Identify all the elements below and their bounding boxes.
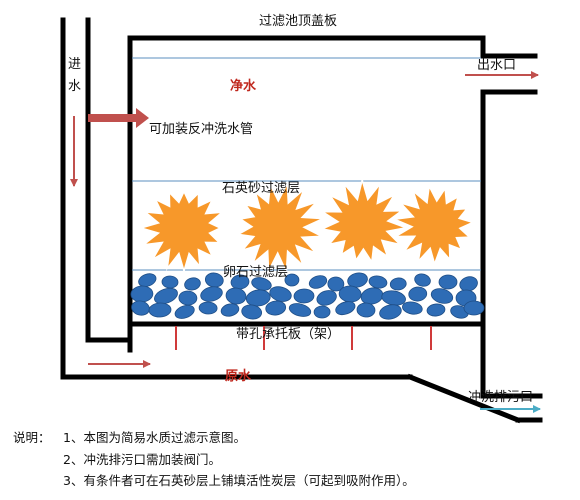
pebble <box>379 304 402 320</box>
pebble-ellipses <box>130 272 485 320</box>
pebble <box>414 273 431 287</box>
flush-outlet-label: 冲洗排污口 <box>468 390 534 405</box>
backwash-pipe-label: 可加装反冲洗水管 <box>149 122 254 137</box>
pebble <box>389 277 407 291</box>
raw-water-label: 原水 <box>225 369 252 384</box>
pebble <box>131 300 150 316</box>
quartz-star <box>319 177 409 265</box>
pebble <box>316 290 337 306</box>
pebble <box>161 275 179 289</box>
note-item-2: 2、冲洗排污口需加装阀门。 <box>63 452 221 467</box>
quartz-star <box>235 180 325 275</box>
pebble <box>408 286 428 302</box>
top-cover-label: 过滤池顶盖板 <box>259 14 338 29</box>
note-item-3: 3、有条件者可在石英砂层上铺填活性炭层（可起到吸附作用）。 <box>63 473 415 488</box>
pebble <box>178 290 198 306</box>
pebble-layer-label: 卵石过滤层 <box>223 265 289 280</box>
pebble <box>174 304 195 319</box>
quartz-layer-label: 石英砂过滤层 <box>222 181 301 196</box>
pebble <box>265 300 287 316</box>
pebble <box>220 303 240 317</box>
pebble <box>284 273 300 287</box>
pebble <box>463 300 485 316</box>
pebble <box>381 290 406 306</box>
clean-water-label: 净水 <box>230 79 257 94</box>
pebble <box>356 302 376 318</box>
pebble <box>204 272 224 288</box>
pebble <box>402 301 423 315</box>
quartz-star <box>138 189 225 274</box>
pebble <box>148 302 172 318</box>
pebble <box>198 301 218 315</box>
inlet-label: 进水 <box>68 57 82 94</box>
pebble <box>347 272 368 288</box>
pebble <box>438 274 458 290</box>
pebble <box>184 277 201 291</box>
tank-walls <box>60 17 543 424</box>
pebble <box>245 289 271 307</box>
flow-arrows <box>70 71 541 413</box>
pebble <box>430 288 454 304</box>
quartz-sand-stars <box>138 177 475 275</box>
pebble <box>293 288 315 304</box>
pebble <box>200 286 223 302</box>
pebble <box>241 304 263 320</box>
pebble <box>338 285 362 303</box>
pebble <box>327 276 345 292</box>
note-item-1: 1、本图为简易水质过滤示意图。 <box>63 430 246 445</box>
pebble <box>288 303 312 317</box>
support-plate-label: 带孔承托板（架） <box>236 327 341 342</box>
notes-prefix: 说明： <box>13 430 51 445</box>
quartz-star <box>391 183 475 267</box>
pebble <box>308 275 328 289</box>
layer-lines <box>132 57 481 271</box>
pebble <box>335 301 356 316</box>
pebble <box>426 303 446 317</box>
pebble <box>313 305 331 319</box>
pebble <box>269 286 292 302</box>
support-legs <box>175 326 432 350</box>
pebble <box>225 287 247 305</box>
outlet-label: 出水口 <box>477 58 517 73</box>
flush-bottom-diagonal <box>406 373 522 424</box>
pebble <box>138 273 157 287</box>
pebble <box>368 275 388 289</box>
pebble <box>130 285 154 303</box>
backwash-pipe-arrow <box>88 108 149 128</box>
pebble <box>154 287 178 305</box>
